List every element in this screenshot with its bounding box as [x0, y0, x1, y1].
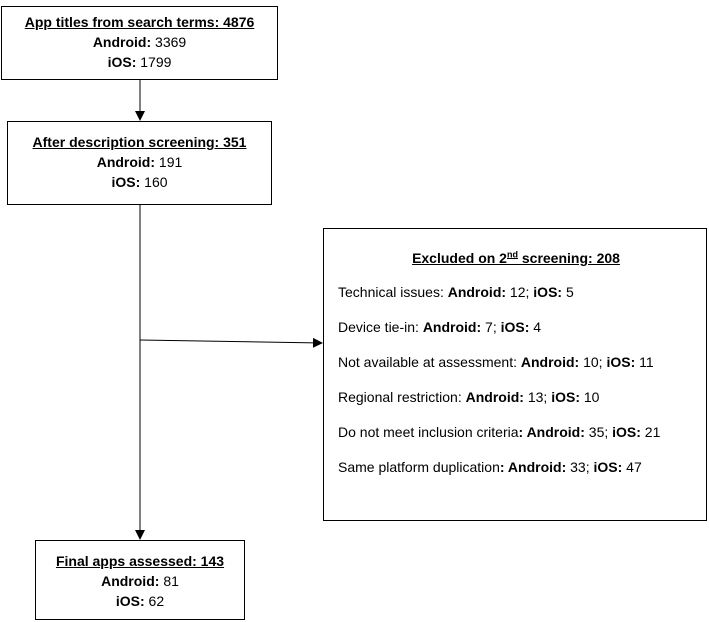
- search-results-title: App titles from search terms: 4876: [24, 14, 255, 30]
- description-screening-box: After description screening: 351 Android…: [7, 121, 272, 205]
- excluded-item: Technical issues: Android: 12; iOS: 5: [338, 284, 574, 300]
- search-results-android: Android: 3369: [92, 34, 187, 50]
- excluded-box: Excluded on 2nd screening: 208 Technical…: [323, 228, 707, 521]
- description-screening-android: Android: 191: [96, 154, 183, 170]
- description-screening-title: After description screening: 351: [32, 134, 247, 150]
- excluded-item: Device tie-in: Android: 7; iOS: 4: [338, 319, 542, 335]
- search-results-ios: iOS: 1799: [107, 54, 172, 70]
- excluded-item: Regional restriction: Android: 13; iOS: …: [338, 389, 600, 405]
- final-apps-ios: iOS: 62: [115, 593, 165, 609]
- excluded-item: Same platform duplication: Android: 33; …: [338, 459, 642, 475]
- final-apps-title: Final apps assessed: 143: [55, 553, 225, 569]
- final-apps-android: Android: 81: [101, 573, 179, 589]
- arrow-to-excluded: [139, 337, 323, 348]
- description-screening-ios: iOS: 160: [111, 174, 168, 190]
- excluded-item: Do not meet inclusion criteria: Android:…: [338, 424, 661, 440]
- final-apps-box: Final apps assessed: 143 Android: 81 iOS…: [35, 540, 245, 620]
- search-results-box: App titles from search terms: 4876 Andro…: [1, 6, 278, 80]
- excluded-item: Not available at assessment: Android: 10…: [338, 354, 654, 370]
- excluded-title: Excluded on 2nd screening: 208: [412, 249, 620, 266]
